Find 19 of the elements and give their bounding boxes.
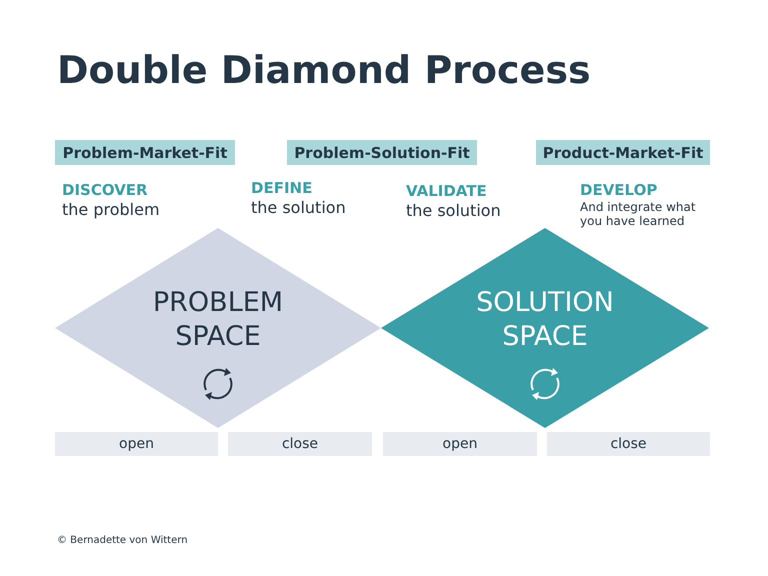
- phase-bar: open: [55, 432, 218, 456]
- phase-heading: VALIDATE: [406, 182, 487, 200]
- fit-tag: Product-Market-Fit: [536, 140, 710, 165]
- phase-heading: DISCOVER: [62, 181, 148, 199]
- copyright-text: © Bernadette von Wittern: [57, 535, 188, 546]
- diamond-label: SOLUTION SPACE: [475, 286, 615, 354]
- phase-text: And integrate what you have learned: [580, 200, 697, 228]
- phase-bar: open: [383, 432, 537, 456]
- phase-heading: DEFINE: [251, 179, 312, 197]
- phase-text: the solution: [251, 198, 346, 217]
- fit-tag: Problem-Solution-Fit: [287, 140, 477, 165]
- title: Double Diamond Process: [57, 48, 591, 92]
- phase-text: the solution: [406, 201, 501, 220]
- phase-bar: close: [228, 432, 372, 456]
- phase-text: the problem: [62, 200, 160, 219]
- diamond-label: PROBLEM SPACE: [152, 286, 284, 354]
- phase-heading: DEVELOP: [580, 181, 658, 199]
- fit-tag: Problem-Market-Fit: [55, 140, 235, 165]
- phase-bar: close: [547, 432, 710, 456]
